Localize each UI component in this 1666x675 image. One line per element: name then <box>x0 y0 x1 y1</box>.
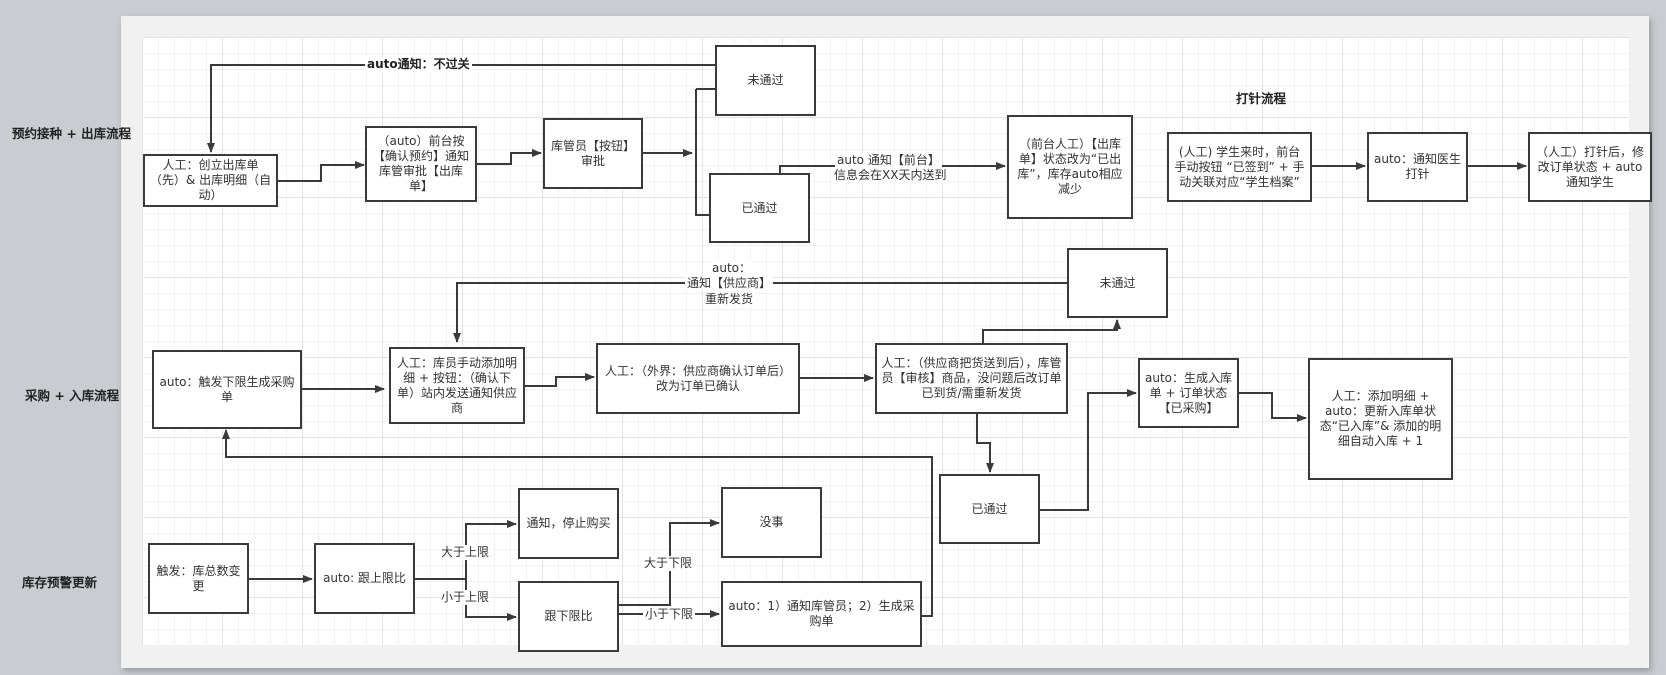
section-title-injection: 打针流程 <box>1236 91 1287 106</box>
edge-label-notify-front-1: auto 通知【前台】 <box>835 153 942 168</box>
node-no-issue[interactable]: 没事 <box>721 487 822 558</box>
edge-purchase-loop <box>222 429 933 617</box>
node-after-injection[interactable]: （人工）打针后，修改订单状态 + auto 通知学生 <box>1528 132 1652 202</box>
edge-label-fail-notify: auto通知：不过关 <box>365 57 472 72</box>
edge-label-notify-front-2: 信息会在XX天内送到 <box>832 168 949 183</box>
edge-review-to-rejected <box>982 319 1121 343</box>
node-gen-inbound[interactable]: auto：生成入库单 + 订单状态【已采购】 <box>1138 358 1239 428</box>
edge-review-to-passed <box>976 414 994 473</box>
lane-label-appointment-outbound: 预约接种 + 出库流程 <box>12 126 132 141</box>
edge-front-to-keeper <box>477 149 542 165</box>
node-compare-upper[interactable]: auto: 跟上限比 <box>314 543 415 614</box>
node-stock-change[interactable]: 触发：库总数变更 <box>148 543 249 614</box>
node-stop-purchase[interactable]: 通知，停止购买 <box>518 488 619 559</box>
node-top-passed[interactable]: 已通过 <box>709 173 810 243</box>
node-keeper-review[interactable]: 人工：（供应商把货送到后），库管员【审核】商品，没问题后改订单已到货/需重新发货 <box>875 343 1068 414</box>
node-supplier-confirm[interactable]: 人工：（外界：供应商确认订单后）改为订单已确认 <box>596 343 800 414</box>
node-student-checkin[interactable]: (人工) 学生来时，前台手动按钮 “已签到” + 手动关联对应“学生档案” <box>1167 132 1312 202</box>
edge-rejected-back <box>207 64 715 153</box>
node-notify-doctor[interactable]: auto：通知医生打针 <box>1367 132 1468 202</box>
edge-label-above-upper: 大于上限 <box>439 545 492 560</box>
edge-inbound-to-done <box>1238 392 1307 422</box>
edge-details-to-supplier <box>525 373 595 387</box>
edge-label-below-lower: 小于下限 <box>643 607 696 622</box>
node-notify-and-purchase[interactable]: auto：1）通知库管员；2）生成采购单 <box>721 581 922 647</box>
node-create-outbound[interactable]: 人工：创立出库单（先）& 出库明细（自动） <box>143 154 278 207</box>
node-mid-passed[interactable]: 已通过 <box>939 474 1040 544</box>
node-front-confirm[interactable]: （auto）前台按【确认预约】通知库管审批【出库单】 <box>365 126 477 202</box>
lane-label-purchase-inbound: 采购 + 入库流程 <box>25 388 120 403</box>
node-keeper-approve[interactable]: 库管员【按钮】审批 <box>543 118 643 189</box>
node-top-rejected[interactable]: 未通过 <box>715 45 816 116</box>
node-front-status[interactable]: （前台人工）【出库单】状态改为“已出库”，库存auto相应减少 <box>1007 115 1133 219</box>
node-mid-rejected[interactable]: 未通过 <box>1067 248 1168 318</box>
node-inbound-done[interactable]: 人工：添加明细 + auto：更新入库单状态“已入库”& 添加的明细自动入库 +… <box>1308 358 1453 480</box>
edge-create-to-front <box>278 161 365 182</box>
node-compare-lower[interactable]: 跟下限比 <box>518 581 619 652</box>
edge-label-above-lower: 大于下限 <box>642 556 695 571</box>
edge-label-resend-3: 重新发货 <box>703 292 756 307</box>
edge-rejected-to-details <box>453 282 1067 343</box>
node-auto-purchase[interactable]: auto：触发下限生成采购单 <box>152 350 302 429</box>
edge-label-below-upper: 小于上限 <box>439 590 492 605</box>
edge-branch-rejected <box>695 89 709 216</box>
edge-label-resend-2: 通知【供应商】 <box>685 276 774 291</box>
edge-upper-above <box>465 520 517 579</box>
lane-label-stock-alert: 库存预警更新 <box>22 575 98 590</box>
edge-passed-to-inbound <box>1040 389 1137 511</box>
edge-label-resend-1: auto： <box>710 261 754 276</box>
node-add-details[interactable]: 人工：库员手动添加明细 + 按钮：（确认下单）站内发送通知供应商 <box>389 347 525 424</box>
